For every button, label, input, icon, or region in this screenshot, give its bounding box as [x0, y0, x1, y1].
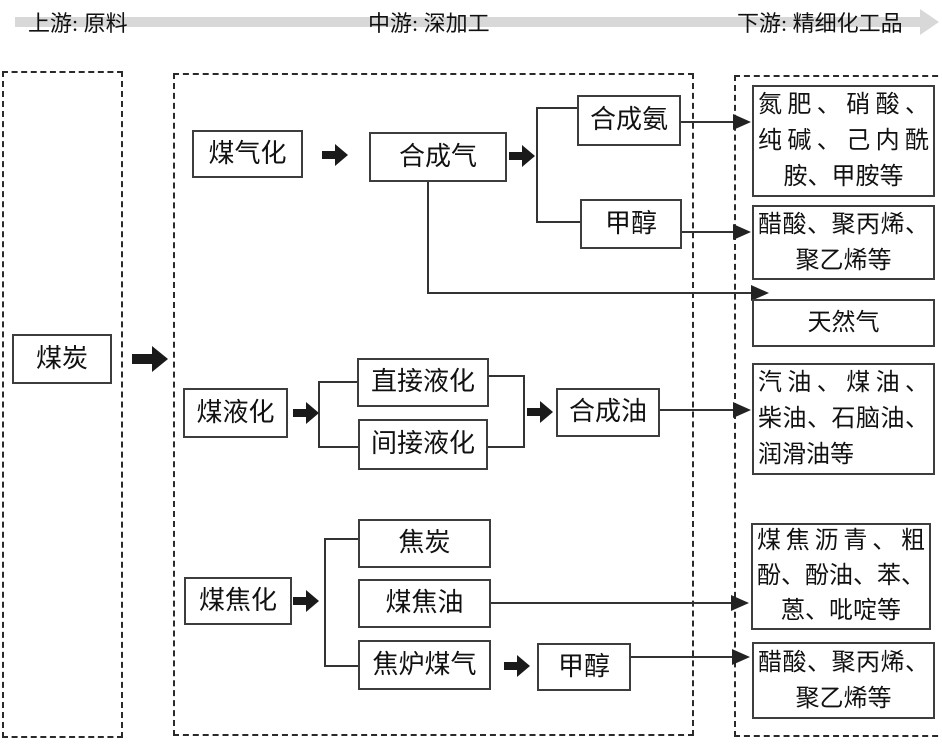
banner-arrowhead-icon: [920, 9, 939, 35]
arrowhead-tar-products-icon: [731, 595, 749, 611]
node-coal-tar: 煤焦油: [358, 579, 491, 628]
arrowhead-oil-products-icon: [733, 402, 751, 418]
bold-arrow-coke-oven-gas-icon: [504, 655, 530, 677]
bold-arrow-coal-icon: [132, 346, 168, 372]
downstream-label: 下游: 精细化工品: [737, 11, 903, 36]
midstream-panel: [173, 73, 694, 736]
node-methanol-top: 甲醇: [580, 199, 682, 249]
bold-arrow-liquefaction-icon: [293, 402, 319, 424]
bracket-liquefaction-split: [318, 381, 358, 448]
node-coking: 煤焦化: [184, 577, 292, 625]
arrowhead-ammonia-products-icon: [733, 114, 751, 130]
node-methanol-bottom: 甲醇: [537, 643, 631, 691]
product-box-methanol-top: 醋酸、聚丙烯、聚乙烯等: [752, 205, 935, 280]
bold-arrow-coking-icon: [293, 590, 319, 612]
arrowhead-methanol-bottom-products-icon: [732, 649, 750, 665]
product-box-natural-gas: 天然气: [752, 299, 935, 347]
node-indirect-liquefaction: 间接液化: [358, 419, 488, 470]
bold-arrow-to-synoil-icon: [527, 401, 553, 423]
product-box-ammonia: 氮肥、硝酸、纯碱、己内酰胺、甲胺等: [752, 85, 935, 197]
line-syngas-to-natural-gas: [427, 182, 751, 294]
node-syngas: 合成气: [369, 132, 507, 182]
node-coke: 焦炭: [358, 519, 491, 568]
midstream-label: 中游: 深加工: [368, 11, 490, 36]
product-box-tar: 煤焦沥青、粗酚、酚油、苯、蒽、吡啶等: [751, 523, 931, 630]
node-coke-oven-gas: 焦炉煤气: [358, 640, 491, 690]
node-direct-liquefaction: 直接液化: [357, 358, 489, 407]
banner-arrow-bar: [15, 17, 921, 27]
bracket-syngas-split: [536, 107, 580, 223]
product-box-oil: 汽油、煤油、柴油、石脑油、润滑油等: [752, 363, 935, 475]
arrowhead-natural-gas-icon: [751, 285, 769, 301]
arrowhead-methanol-top-products-icon: [733, 224, 751, 240]
product-box-methanol-bottom: 醋酸、聚丙烯、聚乙烯等: [752, 642, 935, 719]
node-coal: 煤炭: [12, 334, 112, 384]
upstream-panel: [2, 71, 123, 738]
node-gasification: 煤气化: [192, 130, 303, 178]
node-synthetic-ammonia: 合成氨: [577, 95, 681, 146]
upstream-label: 上游: 原料: [28, 11, 128, 36]
bracket-liquefaction-merge: [488, 375, 525, 448]
bold-arrow-syngas-icon: [509, 145, 535, 167]
node-liquefaction: 煤液化: [183, 388, 288, 438]
bold-arrow-gasification-icon: [322, 144, 348, 166]
bracket-coking-split: [324, 538, 358, 667]
node-synthetic-oil: 合成油: [556, 388, 660, 437]
